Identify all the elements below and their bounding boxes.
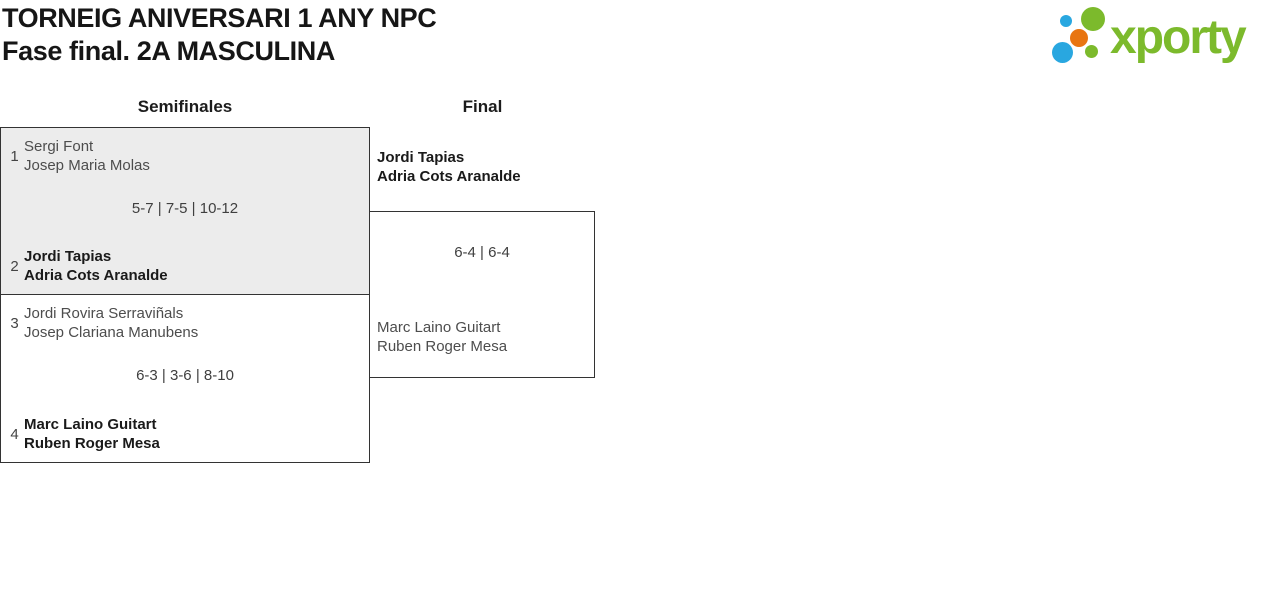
team-pair: Sergi Font Josep Maria Molas [24, 137, 150, 175]
seed-number: 3 [10, 314, 19, 332]
team-pair-winner: Jordi Tapias Adria Cots Aranalde [24, 247, 168, 285]
seed-number: 1 [10, 147, 19, 165]
player-name: Josep Maria Molas [24, 157, 150, 174]
player-name: Marc Laino Guitart [24, 416, 157, 433]
final-team-runnerup: Marc Laino Guitart Ruben Roger Mesa [377, 318, 507, 356]
player-name: Jordi Tapias [377, 149, 465, 166]
logo-dot-icon [1060, 15, 1072, 27]
tournament-name: TORNEIG ANIVERSARI 1 ANY NPC [2, 3, 437, 33]
player-name: Sergi Font [24, 138, 94, 155]
xporty-logo[interactable]: xporty [1048, 2, 1280, 72]
player-name: Jordi Tapias [24, 248, 112, 265]
team-row: 2 Jordi Tapias Adria Cots Aranalde [5, 247, 168, 285]
round-header-final: Final [462, 97, 503, 116]
team-row: 3 Jordi Rovira Serraviñals Josep Clarian… [5, 304, 198, 342]
logo-dot-icon [1070, 29, 1088, 47]
logo-dot-icon [1052, 42, 1073, 63]
logo-wordmark: xporty [1110, 10, 1247, 64]
player-name: Jordi Rovira Serraviñals [24, 305, 184, 322]
match-box-semifinal-2: 3 Jordi Rovira Serraviñals Josep Clarian… [0, 294, 370, 463]
page-title: TORNEIG ANIVERSARI 1 ANY NPC Fase final.… [2, 2, 437, 68]
round-header-semifinals: Semifinales [137, 97, 233, 116]
team-row: 1 Sergi Font Josep Maria Molas [5, 137, 150, 175]
logo-dot-icon [1081, 7, 1105, 31]
team-pair-winner: Marc Laino Guitart Ruben Roger Mesa [24, 415, 160, 453]
player-name: Josep Clariana Manubens [24, 324, 199, 341]
player-name: Ruben Roger Mesa [24, 435, 160, 452]
seed-number: 4 [10, 425, 19, 443]
match-box-semifinal-1: 1 Sergi Font Josep Maria Molas 5-7 | 7-5… [0, 127, 370, 295]
player-name: Ruben Roger Mesa [377, 338, 508, 355]
match-score: 6-3 | 3-6 | 8-10 [136, 367, 234, 384]
player-name: Adria Cots Aranalde [377, 168, 521, 185]
team-row: 4 Marc Laino Guitart Ruben Roger Mesa [5, 415, 160, 453]
player-name: Marc Laino Guitart [377, 319, 501, 336]
team-pair: Jordi Rovira Serraviñals Josep Clariana … [24, 304, 198, 342]
phase-category: Fase final. 2A MASCULINA [2, 36, 335, 66]
logo-dot-icon [1085, 45, 1098, 58]
match-box-final: 6-4 | 6-4 Marc Laino Guitart Ruben Roger… [369, 211, 595, 378]
seed-number: 2 [10, 257, 19, 275]
player-name: Adria Cots Aranalde [24, 267, 168, 284]
final-team-winner: Jordi Tapias Adria Cots Aranalde [377, 148, 521, 186]
match-score: 6-4 | 6-4 [454, 244, 510, 261]
match-score: 5-7 | 7-5 | 10-12 [131, 200, 239, 217]
